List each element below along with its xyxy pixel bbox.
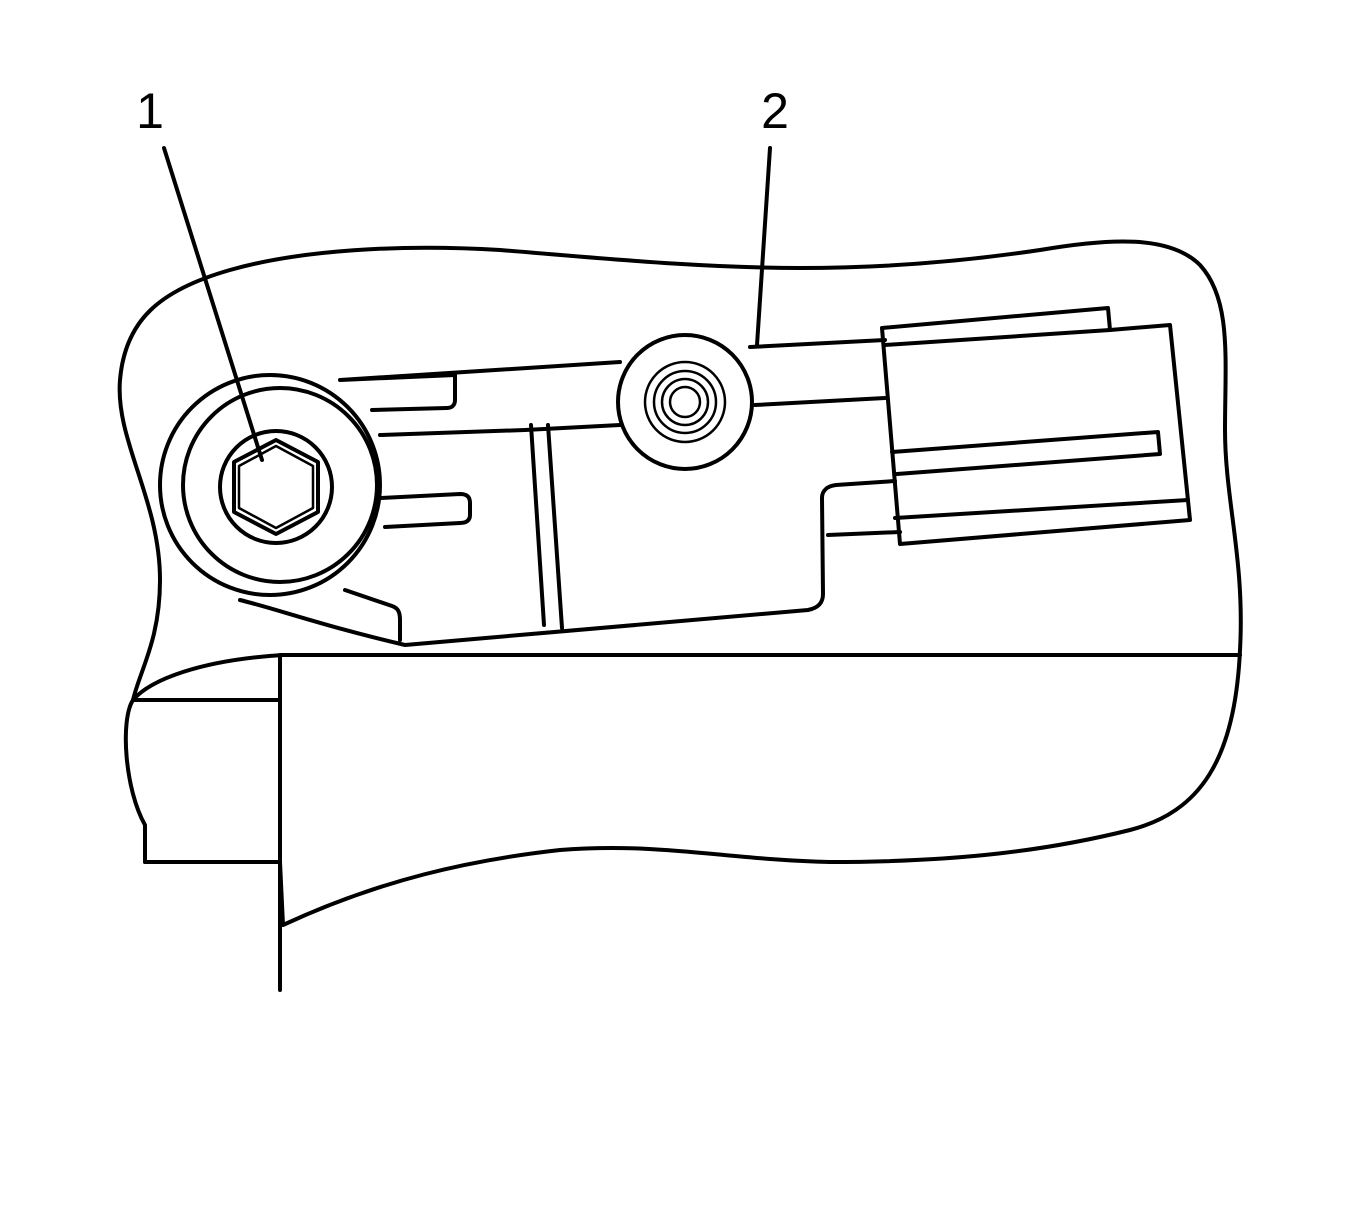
bracket-flange <box>343 588 402 642</box>
sensor-stud-boss <box>616 333 754 471</box>
callout-1-leader <box>162 146 264 462</box>
sensor-stud-ring-1 <box>643 360 727 444</box>
sensor-bracket <box>338 338 887 437</box>
connector-inner-edge <box>883 328 1190 520</box>
sensor-stud-center <box>668 385 702 419</box>
callout-2-leader <box>755 146 772 347</box>
sensor-stud-ring-3 <box>660 377 710 427</box>
sensor-stud-ring-2 <box>652 369 718 435</box>
lower-housing <box>278 653 1242 992</box>
bracket-rib-1 <box>529 423 546 627</box>
cutaway-outline <box>117 239 1243 927</box>
bolt-hex-inner <box>237 444 315 530</box>
sensor-connector <box>880 306 1192 546</box>
bracket-rib-2 <box>546 423 564 630</box>
housing-side-step <box>131 698 282 864</box>
bolt-hex-head <box>232 438 320 536</box>
sensor-lower-edge <box>238 479 902 647</box>
callout-2-label: 2 <box>761 83 789 139</box>
callout-1-label: 1 <box>136 83 164 139</box>
connector-latch <box>890 430 1162 476</box>
